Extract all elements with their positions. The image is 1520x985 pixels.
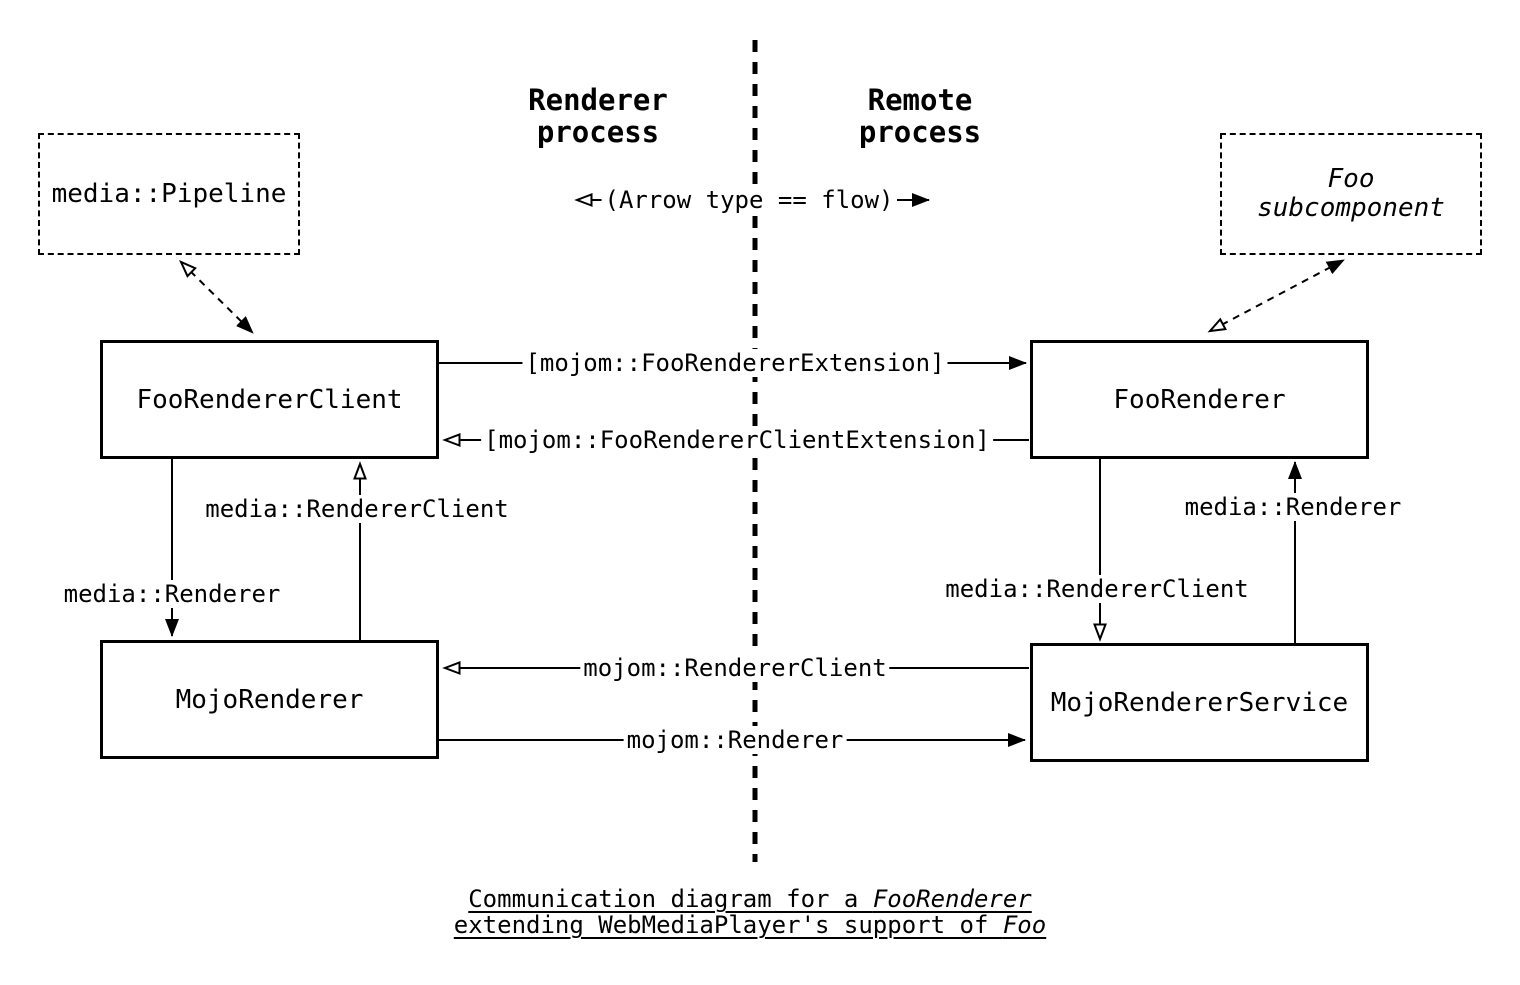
- node-foo-subcomponent: Foo subcomponent: [1220, 133, 1482, 255]
- caption-line-2: extending WebMediaPlayer's support of Fo…: [454, 912, 1046, 938]
- edge-label-media-renderer-client-left: media::RendererClient: [202, 495, 512, 523]
- node-mojo-renderer-service: MojoRendererService: [1030, 643, 1369, 762]
- node-foo-renderer: FooRenderer: [1030, 340, 1369, 459]
- caption-line-1: Communication diagram for a FooRenderer: [454, 886, 1046, 912]
- remote-process-header: Remote process: [858, 83, 982, 149]
- node-media-pipeline: media::Pipeline: [38, 133, 300, 255]
- edge-subcomponent-link-line: [1207, 259, 1345, 333]
- caption-line-2-text: extending WebMediaPlayer's support of: [453, 911, 1003, 939]
- caption-line-1-italic: FooRenderer: [872, 885, 1032, 913]
- edge-label-renderer-extension: [mojom::FooRendererExtension]: [522, 349, 948, 377]
- edge-pipeline-client-line: [178, 260, 254, 334]
- caption-line-1-text: Communication diagram for a: [468, 885, 873, 913]
- renderer-process-header: Renderer process: [528, 83, 668, 149]
- edge-label-media-renderer-left: media::Renderer: [60, 580, 284, 608]
- edge-label-mojom-renderer-client: mojom::RendererClient: [580, 654, 890, 682]
- edge-label-media-renderer-client-right: media::RendererClient: [942, 575, 1252, 603]
- node-mojo-renderer: MojoRenderer: [100, 640, 439, 759]
- node-foo-renderer-client: FooRendererClient: [100, 340, 439, 459]
- caption-line-2-italic: Foo: [1002, 911, 1047, 939]
- diagram-caption: Communication diagram for a FooRenderer …: [454, 886, 1046, 938]
- arrow-type-legend: (Arrow type == flow): [601, 186, 897, 214]
- edge-label-renderer-client-extension: [mojom::FooRendererClientExtension]: [481, 426, 993, 454]
- edge-label-mojom-renderer: mojom::Renderer: [623, 726, 847, 754]
- edge-label-media-renderer-right: media::Renderer: [1181, 493, 1405, 521]
